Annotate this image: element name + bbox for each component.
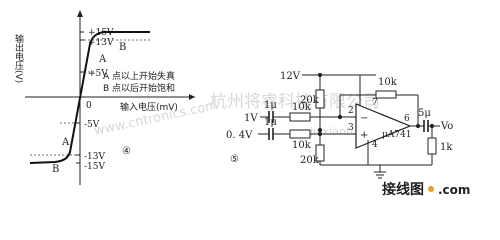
x-axis-label: 输入电压(mV) xyxy=(120,101,178,113)
tick-label-minus5: -5V xyxy=(84,120,100,130)
guide-lines xyxy=(30,39,150,156)
resistor-feedback xyxy=(375,90,397,99)
note-distortion: A 点以上开始失真 xyxy=(103,70,175,82)
opamp-minus: − xyxy=(360,113,368,124)
opamp-part-label: μA741 xyxy=(382,130,412,140)
tick-label-minus15: -15V xyxy=(84,162,105,172)
pin3-label: 3 xyxy=(348,123,354,133)
tick-label-minus13: -13V xyxy=(84,152,105,162)
resistor-10k-in1-label: 10k xyxy=(292,102,312,113)
resistor-10k-in2 xyxy=(289,129,311,139)
pin6-label: 6 xyxy=(404,114,410,124)
point-a-upper: A xyxy=(98,54,107,65)
y-axis-arrow xyxy=(77,10,83,17)
input2-label: 0. 4V xyxy=(226,130,253,141)
resistor-20k-top-label: 20k xyxy=(300,95,320,106)
circuit-figure: 12V 20k 10k 1V 1μ 10k xyxy=(226,71,453,179)
tick-label-plus5: +5V xyxy=(88,69,108,79)
watermark-company: 杭州将睿科技有限公司 xyxy=(210,92,380,112)
logo-text: 接线图 xyxy=(382,181,424,198)
x-axis-arrow xyxy=(189,94,195,100)
figure-number-5: ⑤ xyxy=(230,154,239,165)
cap-out-label: 5μ xyxy=(418,108,431,119)
transfer-curve xyxy=(29,31,150,164)
y-ticks xyxy=(76,31,84,164)
resistor-load xyxy=(427,137,437,155)
opamp-plus: + xyxy=(360,130,368,141)
cap2-label: 1μ xyxy=(264,117,277,128)
site-logo: 接线图 .com xyxy=(382,181,470,198)
resistor-20k-bottom-label: 20k xyxy=(300,155,320,166)
output-label: Vo xyxy=(440,121,453,132)
resistor-load-label: 1k xyxy=(440,142,453,153)
supply-label: 12V xyxy=(280,71,301,82)
transfer-curve-figure: 输出电压(V) +15V +13V +5V 0 -5V -13V -15V A xyxy=(13,10,195,185)
resistor-10k-in1 xyxy=(289,112,311,122)
tick-label-plus13: +13V xyxy=(88,38,114,48)
resistor-feedback-label: 10k xyxy=(378,77,398,88)
point-b-upper: B xyxy=(119,42,126,53)
note-saturation: B 点以后开始饱和 xyxy=(103,82,175,94)
y-axis-label: 输出电压(V) xyxy=(13,33,24,83)
input1-label: 1V xyxy=(244,113,258,124)
point-b-lower: B xyxy=(52,164,59,175)
pin2-label: 2 xyxy=(348,106,354,116)
resistor-10k-in2-label: 10k xyxy=(292,140,312,151)
figure-canvas: 杭州将睿科技有限公司 www.cntronics.com jiexiantu 输… xyxy=(13,10,470,198)
pin4-label: 4 xyxy=(372,140,378,150)
point-a-lower: A xyxy=(61,137,70,148)
figure-number-4: ④ xyxy=(122,146,131,157)
pin7-label: 7 xyxy=(372,98,378,108)
logo-domain: .com xyxy=(438,183,470,197)
cap1-label: 1μ xyxy=(264,100,277,111)
tick-label-zero: 0 xyxy=(86,101,92,111)
opamp-symbol xyxy=(355,103,412,149)
logo-dot xyxy=(428,186,434,192)
